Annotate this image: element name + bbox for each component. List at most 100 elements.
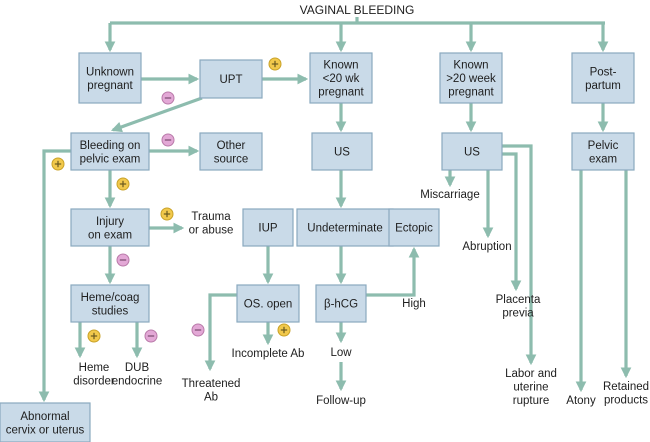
node-label: Known xyxy=(453,60,488,72)
outcome-label: Ab xyxy=(204,392,218,404)
negative-badge-icon-heme-negative xyxy=(144,329,158,343)
node-box xyxy=(571,52,635,104)
outcome-follow-up: Follow-up xyxy=(316,395,366,407)
node-postpartum: Post-partum xyxy=(571,52,635,104)
node-us-mid: US xyxy=(311,132,373,171)
positive-badge-icon-bleeding-positive-down xyxy=(116,177,130,191)
outcome-incomplete-ab: Incomplete Ab xyxy=(232,348,305,360)
node-box xyxy=(70,208,150,247)
outcome-low: Low xyxy=(330,347,352,359)
node-box xyxy=(388,208,440,247)
node-label: OS. open xyxy=(244,299,293,311)
node-label: pelvic exam xyxy=(80,153,141,165)
node-box xyxy=(441,132,503,171)
outcome-label: Placenta xyxy=(496,294,541,306)
node-label: Post- xyxy=(590,66,617,78)
outcome-miscarriage: Miscarriage xyxy=(420,189,479,201)
node-label: Pelvic xyxy=(588,140,619,152)
node-label: Abnormal xyxy=(20,411,69,423)
node-label: Other xyxy=(217,140,246,152)
node-iup: IUP xyxy=(242,208,294,247)
node-upt: UPT xyxy=(199,59,263,99)
node-box xyxy=(309,52,373,104)
outcome-label: endocrine xyxy=(112,376,163,388)
node-unknown-pregnant: Unknown pregnant xyxy=(78,52,142,104)
node-bhcg: β-hCG xyxy=(315,284,367,323)
node-label: <20 wk xyxy=(323,73,360,85)
node-box xyxy=(439,52,503,104)
badges xyxy=(51,57,291,343)
negative-badge-icon-injury-negative xyxy=(116,253,130,267)
node-box xyxy=(199,132,263,171)
outcome-label: High xyxy=(402,298,426,310)
outcome-label: DUB xyxy=(125,362,150,374)
node-box xyxy=(311,132,373,171)
outcome-label: Retained xyxy=(603,381,649,393)
node-box xyxy=(199,59,263,99)
outcome-dub: DUB endocrine xyxy=(112,362,163,388)
positive-badge-icon-os-positive xyxy=(277,323,291,337)
outcome-abruption: Abruption xyxy=(462,241,511,253)
node-os-open: OS. open xyxy=(236,284,300,323)
outcome-label: or abuse xyxy=(189,225,234,237)
node-box xyxy=(242,208,294,247)
node-label: Undeterminate xyxy=(307,223,382,235)
positive-badge-icon-injury-positive xyxy=(160,207,174,221)
node-known-lt20: Known<20 wk pregnant xyxy=(309,52,373,104)
positive-badge-icon-bleeding-positive-left xyxy=(51,157,65,171)
outcome-label: uterine xyxy=(513,382,548,394)
node-label: US xyxy=(464,147,480,159)
outcome-label: Follow-up xyxy=(316,395,366,407)
node-label: cervix or uterus xyxy=(6,424,85,436)
diagram-title: VAGINAL BLEEDING xyxy=(300,3,415,17)
outcome-atony: Atony xyxy=(566,395,596,407)
node-label: pregnant xyxy=(448,87,494,99)
node-label: Known xyxy=(323,60,358,72)
node-label: source xyxy=(214,153,249,165)
node-label: Injury xyxy=(96,216,124,228)
node-undeterminate: Undeterminate xyxy=(296,208,394,247)
node-label: Ectopic xyxy=(395,223,433,235)
node-label: partum xyxy=(585,80,621,92)
edge-us-to-labor xyxy=(502,144,537,366)
outcome-label: Miscarriage xyxy=(420,189,479,201)
node-label: UPT xyxy=(220,74,243,86)
outcome-trauma: Trauma or abuse xyxy=(189,211,234,237)
node-ectopic: Ectopic xyxy=(388,208,440,247)
outcome-label: previa xyxy=(502,308,534,320)
node-box xyxy=(315,284,367,323)
outcome-high: High xyxy=(402,298,426,310)
node-box xyxy=(78,52,142,104)
positive-badge-icon-heme-positive xyxy=(87,329,101,343)
negative-badge-icon-os-negative xyxy=(191,323,205,337)
node-label: Unknown xyxy=(86,66,134,78)
outcome-label: Heme xyxy=(79,362,110,374)
node-label: pregnant xyxy=(318,87,364,99)
node-label: Bleeding on xyxy=(80,140,141,152)
outcome-label: Incomplete Ab xyxy=(232,348,305,360)
node-us-right: US xyxy=(441,132,503,171)
edges xyxy=(38,17,632,403)
outcome-label: Atony xyxy=(566,395,596,407)
node-box xyxy=(0,402,91,442)
node-label: pregnant xyxy=(87,80,133,92)
edge-os-to-threatened xyxy=(204,293,237,372)
edge-bleeding-to-abnormal xyxy=(38,149,71,403)
outcome-label: Trauma xyxy=(191,211,231,223)
node-box xyxy=(571,132,635,171)
node-label: on exam xyxy=(88,229,132,241)
edge-upt-to-bleeding xyxy=(110,96,203,133)
node-label: exam xyxy=(589,153,617,165)
